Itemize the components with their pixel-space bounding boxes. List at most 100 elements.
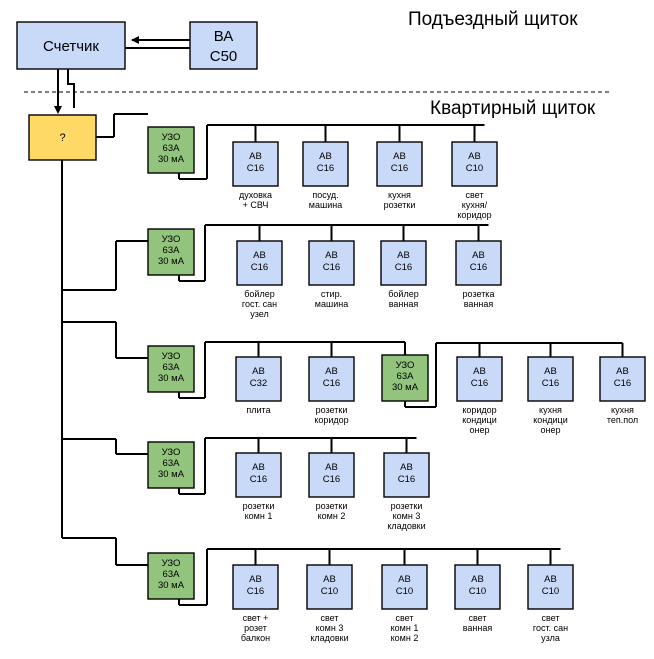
breaker-rating: С10: [321, 586, 338, 597]
breaker-rating: АВ: [400, 462, 413, 473]
breaker-caption: кухня/: [462, 200, 488, 210]
svg-text:Счетчик: Счетчик: [43, 38, 99, 55]
rcd-label: 30 мА: [158, 256, 185, 267]
breaker-caption: плита: [246, 405, 270, 415]
breaker-caption: свет +: [243, 613, 269, 623]
breaker-rating: С16: [317, 163, 334, 174]
breaker-rating: АВ: [252, 366, 265, 377]
breaker-rating: С16: [395, 262, 412, 273]
breaker-caption: розетка: [463, 289, 495, 299]
breaker-rating: С10: [542, 586, 559, 597]
rcd-label: 30 мА: [158, 469, 185, 480]
breaker-caption: ванная: [389, 299, 419, 309]
breaker-rating: АВ: [473, 366, 486, 377]
rcd-label: 30 мА: [392, 382, 419, 393]
rcd-label: 30 мА: [158, 580, 185, 591]
breaker-caption: гост. сан: [242, 299, 277, 309]
breaker-caption: розетки: [316, 501, 348, 511]
breaker-rating: АВ: [325, 366, 338, 377]
breaker-caption: ванная: [464, 299, 494, 309]
breaker-caption: теп.пол: [607, 415, 638, 425]
breaker-caption: + СВЧ: [243, 200, 269, 210]
rcd-label: УЗО: [396, 360, 415, 371]
breaker-rating: С16: [250, 474, 267, 485]
breaker-caption: машина: [309, 200, 342, 210]
breaker-rating: С10: [396, 586, 413, 597]
breaker-caption: свет: [320, 613, 338, 623]
breaker-rating: С16: [470, 262, 487, 273]
breaker-caption: кладовки: [310, 633, 348, 643]
breaker-caption: кухня: [539, 405, 562, 415]
breaker-rating: АВ: [397, 250, 410, 261]
breaker-rating: АВ: [323, 574, 336, 585]
breaker-caption: кухня: [611, 405, 634, 415]
main-breaker-box: ВА С50: [189, 21, 258, 70]
breaker-caption: онер: [470, 425, 490, 435]
breaker-rating: С16: [542, 378, 559, 389]
breaker-caption: кладовки: [387, 521, 425, 531]
breaker-rating: С16: [247, 163, 264, 174]
rcd-label: 63А: [163, 362, 181, 373]
breaker-caption: кухня: [388, 190, 411, 200]
breaker-caption: розетки: [316, 405, 348, 415]
breaker-rating: АВ: [393, 151, 406, 162]
breaker-caption: коридор: [314, 415, 348, 425]
breaker-caption: кондици: [533, 415, 567, 425]
breaker-caption: розет: [244, 623, 267, 633]
breaker-caption: комн 1: [391, 623, 419, 633]
breaker-rating: АВ: [544, 366, 557, 377]
breaker-caption: свет: [465, 190, 483, 200]
breaker-caption: коридор: [462, 405, 496, 415]
breaker-caption: машина: [315, 299, 348, 309]
breaker-rating: АВ: [616, 366, 629, 377]
svg-text:С50: С50: [210, 48, 238, 65]
breaker-rating: АВ: [253, 250, 266, 261]
breaker-rating: С16: [391, 163, 408, 174]
breaker-caption: посуд.: [312, 190, 338, 200]
breaker-caption: комн 3: [393, 511, 421, 521]
breaker-rating: С16: [251, 262, 268, 273]
breaker-rating: АВ: [252, 462, 265, 473]
rcd-label: 30 мА: [158, 154, 185, 165]
breaker-caption: онер: [541, 425, 561, 435]
breaker-caption: комн 3: [316, 623, 344, 633]
breaker-caption: духовка: [239, 190, 272, 200]
breaker-rating: АВ: [544, 574, 557, 585]
rcd-label: 63А: [397, 371, 415, 382]
breaker-caption: комн 2: [318, 511, 346, 521]
breaker-rating: АВ: [249, 574, 262, 585]
meter-to-device-arrow: [54, 69, 75, 114]
svg-text:?: ?: [59, 132, 65, 144]
breaker-rating: АВ: [249, 151, 262, 162]
rcd-label: 63А: [163, 458, 181, 469]
rcd-label: УЗО: [162, 351, 181, 362]
breaker-rating: С16: [614, 378, 631, 389]
breaker-caption: розетки: [384, 200, 416, 210]
rcd-label: УЗО: [162, 234, 181, 245]
breaker-caption: бойлер: [244, 289, 274, 299]
